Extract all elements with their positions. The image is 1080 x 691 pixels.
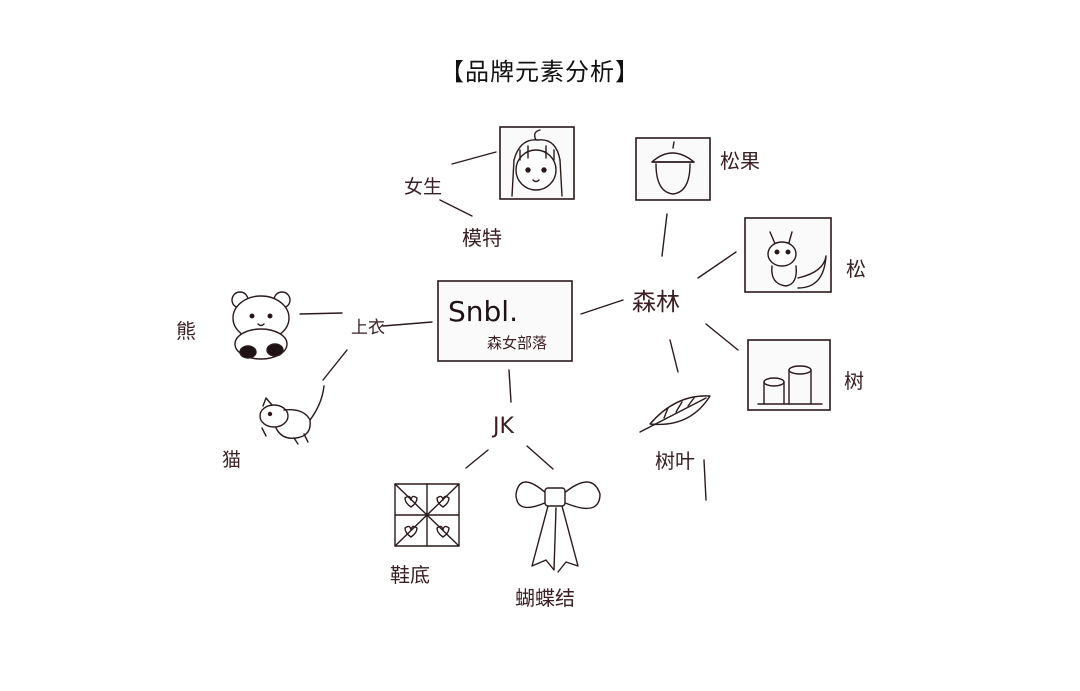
line-center-top — [382, 321, 433, 327]
label-girl: 女生 — [404, 176, 442, 198]
line-jk-shoes — [465, 449, 489, 469]
line-top-bear — [299, 312, 343, 315]
branch-jk-label: JK — [491, 414, 514, 439]
label-model: 模特 — [462, 226, 502, 250]
shoe-sole-icon — [394, 483, 460, 547]
page-title: 【品牌元素分析】 — [440, 58, 640, 86]
line-center-forest — [580, 299, 624, 315]
line-forest-stump — [705, 323, 739, 351]
label-shoes: 鞋底 — [390, 563, 430, 587]
line-girl-model — [439, 199, 473, 217]
branch-forest-label: 森林 — [632, 288, 680, 316]
label-squirrel: 松 — [846, 257, 866, 281]
label-leaf: 树叶 — [655, 449, 695, 473]
girl-sketch-icon — [499, 126, 575, 200]
squirrel-icon — [744, 217, 832, 293]
bow-icon — [515, 481, 601, 573]
line-forest-acorn — [661, 213, 668, 257]
line-jk-bow — [526, 445, 554, 470]
line-center-jk — [508, 369, 512, 403]
line-forest-leaf — [669, 339, 679, 373]
cat-icon — [259, 385, 325, 445]
label-bear: 熊 — [176, 319, 196, 343]
line-leaf-tail — [703, 459, 707, 501]
connector-lines — [299, 151, 739, 501]
label-bow: 蝴蝶结 — [515, 586, 575, 610]
acorn-icon — [635, 137, 711, 201]
label-cat: 猫 — [222, 449, 241, 471]
label-stump: 树 — [844, 369, 864, 393]
brand-name: Snbl. — [448, 295, 518, 328]
leaf-icon — [639, 395, 711, 433]
tree-stump-icon — [747, 339, 831, 411]
line-top-cat — [322, 349, 348, 381]
line-forest-squirrel — [697, 251, 737, 279]
line-girl-photo — [451, 151, 497, 165]
branch-top-label: 上衣 — [351, 318, 385, 338]
brand-subtitle: 森女部落 — [487, 334, 547, 352]
center-node: Snbl. 森女部落 — [437, 280, 573, 362]
label-acorn: 松果 — [720, 149, 760, 173]
bear-icon — [231, 291, 291, 360]
